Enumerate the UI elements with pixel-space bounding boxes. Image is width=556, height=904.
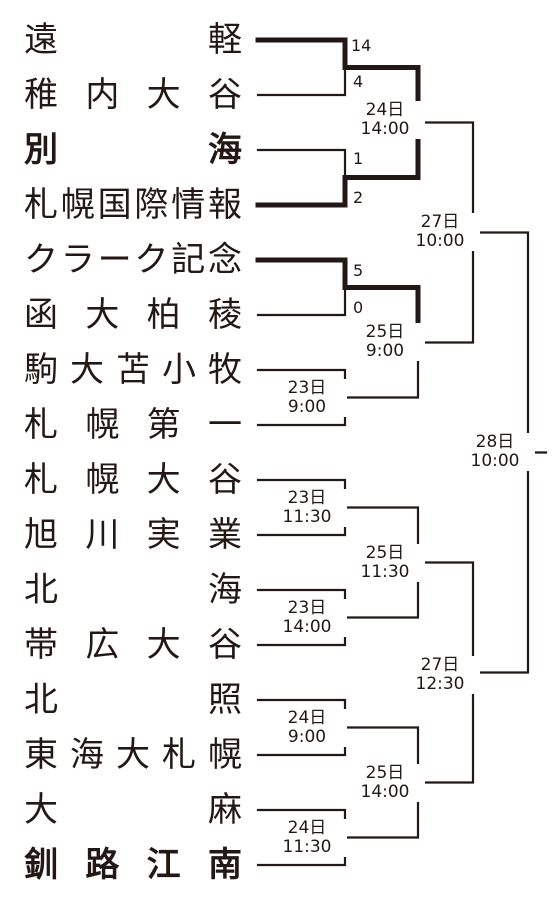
- score-label: 5: [352, 261, 365, 280]
- team-entry: 札幌国際情報: [24, 185, 242, 225]
- score-label: 2: [352, 188, 365, 207]
- team-entry: 釧路江南: [24, 845, 242, 885]
- score-label: 0: [352, 298, 365, 317]
- match-time: 14:00: [360, 782, 410, 802]
- team-entry: 稚内大谷: [24, 75, 242, 115]
- match-date: 24日: [287, 818, 327, 838]
- bracket-line: [256, 66, 347, 97]
- bracket-line: [342, 120, 421, 180]
- bracket-line: [256, 148, 347, 179]
- match-date: 27日: [420, 212, 460, 232]
- team-entry: 遠軽: [24, 20, 242, 60]
- team-entry: 札幌大谷: [24, 460, 242, 500]
- match-time: 14:00: [360, 119, 410, 139]
- team-entry: 札幌第一: [24, 405, 242, 445]
- match-time: 11:30: [282, 507, 332, 527]
- match-date: 24日: [287, 708, 327, 728]
- bracket-line: [255, 175, 348, 208]
- team-entry: 別海: [24, 130, 242, 170]
- match-date: 23日: [287, 378, 327, 398]
- team-entry: 大麻: [24, 790, 242, 830]
- match-date: 25日: [365, 322, 405, 342]
- bracket-line: [256, 286, 347, 317]
- match-time: 11:30: [360, 562, 410, 582]
- match-date: 27日: [420, 655, 460, 675]
- match-time: 11:30: [282, 837, 332, 857]
- match-time: 9:00: [365, 341, 405, 361]
- match-time: 9:00: [287, 727, 327, 747]
- match-time: 12:30: [415, 674, 465, 694]
- team-entry: 北照: [24, 680, 242, 720]
- match-time: 10:00: [470, 451, 520, 471]
- team-entry: 帯広大谷: [24, 625, 242, 665]
- team-entry: クラーク記念: [24, 240, 242, 280]
- match-date: 24日: [365, 100, 405, 120]
- match-date: 25日: [365, 543, 405, 563]
- match-date: 23日: [287, 488, 327, 508]
- match-date: 28日: [475, 432, 515, 452]
- match-date: 23日: [287, 598, 327, 618]
- team-entry: 函大柏稜: [24, 295, 242, 335]
- match-time: 14:00: [282, 617, 332, 637]
- team-entry: 旭川実業: [24, 515, 242, 555]
- match-time: 10:00: [415, 231, 465, 251]
- bracket-line: [255, 257, 348, 290]
- match-time: 9:00: [287, 397, 327, 417]
- score-label: 4: [352, 72, 365, 91]
- bracket-line: [255, 37, 348, 70]
- score-label: 1: [352, 149, 365, 168]
- score-label: 14: [350, 36, 373, 55]
- team-entry: 駒大苫小牧: [24, 350, 242, 390]
- team-entry: 東海大札幌: [24, 735, 242, 775]
- team-entry: 北海: [24, 570, 242, 610]
- match-date: 25日: [365, 763, 405, 783]
